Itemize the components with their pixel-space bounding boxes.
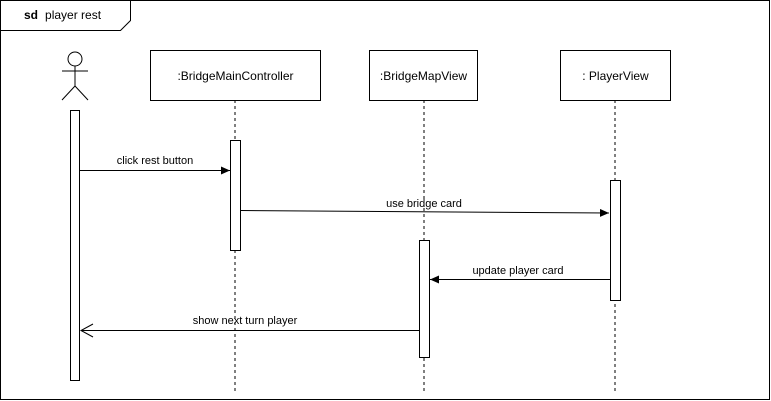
frame-tab — [0, 0, 131, 31]
actor-leg-right — [74, 85, 89, 101]
message-show-next-turn-label: show next turn player — [193, 315, 298, 327]
frame-name: player rest — [45, 8, 102, 22]
participant-controller: :BridgeMainController — [150, 50, 321, 101]
participant-playerview: : PlayerView — [560, 50, 671, 101]
participant-mapview: :BridgeMapView — [369, 50, 478, 101]
participant-controller-label: :BridgeMainController — [177, 69, 293, 83]
activation-controller — [230, 140, 241, 251]
message-update-player-card: update player card — [430, 265, 610, 284]
message-update-player-card-label: update player card — [472, 265, 563, 277]
activation-mapview — [419, 240, 430, 358]
open-arrowhead-icon — [79, 323, 94, 338]
participant-mapview-label: :BridgeMapView — [380, 69, 467, 83]
frame-keyword: sd — [24, 8, 38, 22]
message-use-bridge-card: use bridge card — [240, 198, 610, 217]
message-use-bridge-card-label: use bridge card — [386, 198, 462, 210]
message-click-rest: click rest button — [80, 155, 230, 175]
message-show-next-turn: show next turn player — [79, 315, 419, 338]
message-click-rest-label: click rest button — [117, 155, 193, 167]
actor-leg-left — [61, 85, 76, 101]
actor-figure — [61, 51, 89, 101]
activation-actor — [70, 110, 80, 381]
activation-playerview — [610, 180, 621, 301]
participant-playerview-label: : PlayerView — [582, 69, 649, 83]
actor-head — [67, 51, 83, 67]
frame-title: sd player rest — [24, 8, 102, 22]
